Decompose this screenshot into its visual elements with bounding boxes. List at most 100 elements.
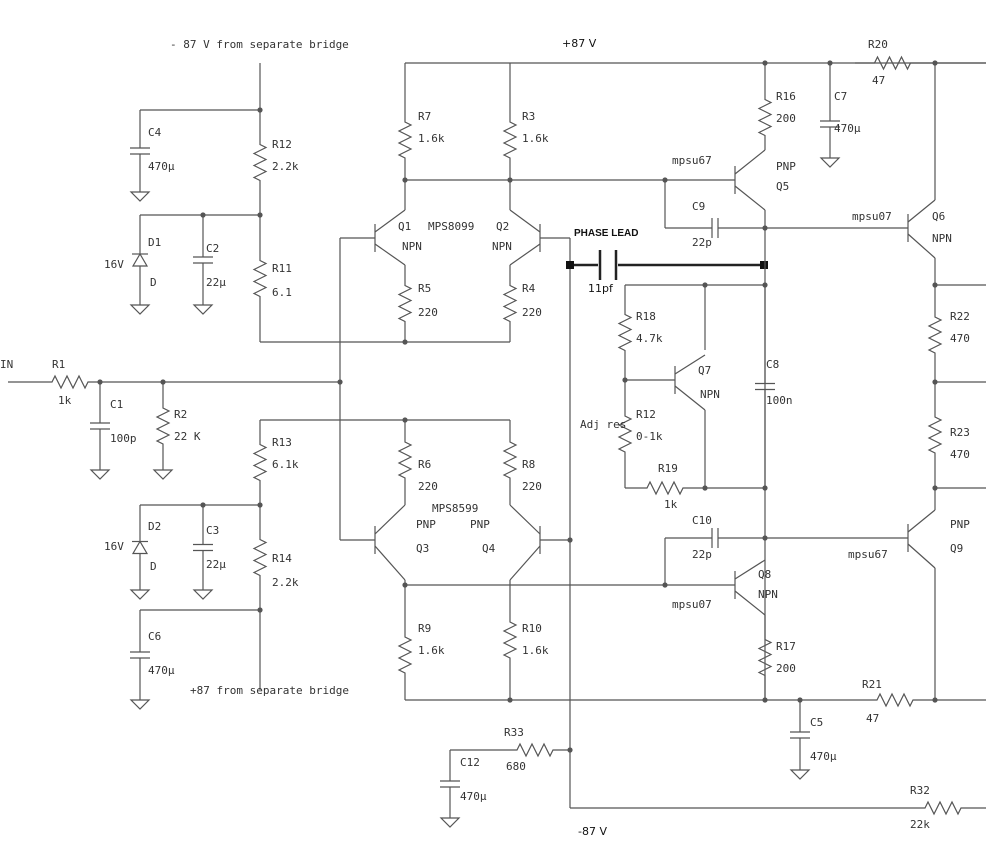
r23-resistor bbox=[927, 382, 943, 488]
phase-lead-title: PHASE LEAD bbox=[574, 228, 638, 239]
c12-name: C12 bbox=[460, 756, 480, 769]
q6-transistor bbox=[907, 199, 936, 223]
r4-name: R4 bbox=[522, 282, 536, 295]
r11-resistor bbox=[252, 215, 268, 342]
r21-name: R21 bbox=[862, 678, 882, 691]
r10-value: 1.6k bbox=[522, 644, 549, 657]
r1-resistor bbox=[40, 374, 100, 390]
r21-resistor bbox=[855, 692, 935, 708]
ground-symbol bbox=[192, 589, 214, 600]
c12-value: 470µ bbox=[460, 790, 487, 803]
q7-transistor bbox=[674, 354, 706, 375]
r2-resistor bbox=[155, 382, 171, 470]
r4-value: 220 bbox=[522, 306, 542, 319]
d1-name: D1 bbox=[148, 236, 161, 249]
c4-name: C4 bbox=[148, 126, 162, 139]
r16-value: 200 bbox=[776, 112, 796, 125]
q2-transistor bbox=[509, 209, 541, 233]
q9-part: mpsu67 bbox=[848, 548, 888, 561]
phase-lead-value: 11pf bbox=[588, 282, 614, 295]
q3-name: Q3 bbox=[416, 542, 429, 555]
q3-transistor bbox=[374, 504, 406, 535]
r13-resistor bbox=[252, 420, 268, 505]
ground-symbol bbox=[129, 304, 151, 315]
r22-resistor bbox=[927, 290, 943, 380]
r5-resistor bbox=[397, 265, 413, 342]
r33-name: R33 bbox=[504, 726, 524, 739]
ground-symbol bbox=[439, 817, 461, 828]
r23-value: 470 bbox=[950, 448, 970, 461]
c9-value: 22p bbox=[692, 236, 712, 249]
ground-symbol bbox=[819, 157, 841, 168]
r7-value: 1.6k bbox=[418, 132, 445, 145]
c10-value: 22p bbox=[692, 548, 712, 561]
r7-resistor bbox=[397, 100, 413, 180]
r10-name: R10 bbox=[522, 622, 542, 635]
c2-value: 22µ bbox=[206, 276, 226, 289]
r20-value: 47 bbox=[872, 74, 885, 87]
d2-volt: 16V bbox=[104, 540, 124, 553]
q5-transistor bbox=[734, 185, 766, 211]
q7-transistor bbox=[674, 385, 706, 411]
r32-name: R32 bbox=[910, 784, 930, 797]
q6-name: Q6 bbox=[932, 210, 945, 223]
r21-value: 47 bbox=[866, 712, 879, 725]
c5-value: 470µ bbox=[810, 750, 837, 763]
phase-lead-node bbox=[566, 261, 574, 269]
ground-symbol bbox=[129, 191, 151, 202]
r5-value: 220 bbox=[418, 306, 438, 319]
r12b-value: 0-1k bbox=[636, 430, 663, 443]
r12b-resistor bbox=[617, 380, 633, 488]
q4-type: PNP bbox=[470, 518, 490, 531]
c4-value: 470µ bbox=[148, 160, 175, 173]
neg-bridge-label: - 87 V from separate bridge bbox=[170, 38, 349, 51]
r12a-name: R12 bbox=[272, 138, 292, 151]
r1-value: 1k bbox=[58, 394, 72, 407]
r20-resistor bbox=[855, 55, 930, 71]
junction-dot bbox=[827, 60, 833, 66]
q6-transistor bbox=[907, 233, 936, 259]
q4-transistor bbox=[509, 504, 541, 535]
r17-value: 200 bbox=[776, 662, 796, 675]
r9-resistor bbox=[397, 610, 413, 700]
r12a-value: 2.2k bbox=[272, 160, 299, 173]
r12-resistor bbox=[252, 110, 268, 215]
d1-volt: 16V bbox=[104, 258, 124, 271]
r11-name: R11 bbox=[272, 262, 292, 275]
r19-value: 1k bbox=[664, 498, 678, 511]
r9-name: R9 bbox=[418, 622, 431, 635]
q34-part: MPS8599 bbox=[432, 502, 478, 515]
q5-transistor bbox=[734, 149, 766, 175]
c9-name: C9 bbox=[692, 200, 705, 213]
r5-name: R5 bbox=[418, 282, 431, 295]
q12-part: MPS8099 bbox=[428, 220, 474, 233]
r3-resistor bbox=[502, 100, 518, 180]
d1-type: D bbox=[150, 276, 157, 289]
q1-type: NPN bbox=[402, 240, 422, 253]
r14-resistor bbox=[252, 505, 268, 610]
adj-res-label: Adj res bbox=[580, 418, 626, 431]
top-rail-label: +87 V bbox=[562, 37, 597, 50]
q2-transistor bbox=[509, 243, 541, 266]
r23-name: R23 bbox=[950, 426, 970, 439]
r32-resistor bbox=[900, 800, 986, 816]
c3-name: C3 bbox=[206, 524, 219, 537]
r16-resistor bbox=[757, 85, 773, 150]
q9-transistor bbox=[907, 543, 936, 569]
bottom-rail-label: -87 V bbox=[578, 825, 607, 838]
r2-value: 22 K bbox=[174, 430, 201, 443]
r6-resistor bbox=[397, 420, 413, 500]
q8-transistor bbox=[734, 590, 766, 616]
ground-symbol bbox=[129, 699, 151, 710]
q5-type: PNP bbox=[776, 160, 796, 173]
r6-value: 220 bbox=[418, 480, 438, 493]
c5-name: C5 bbox=[810, 716, 823, 729]
r17-resistor bbox=[757, 615, 773, 700]
r11-value: 6.1 bbox=[272, 286, 292, 299]
q9-transistor bbox=[907, 509, 936, 533]
q9-name: Q9 bbox=[950, 542, 963, 555]
ground-symbol bbox=[789, 769, 811, 780]
input-label: IN bbox=[0, 358, 13, 371]
r3-value: 1.6k bbox=[522, 132, 549, 145]
